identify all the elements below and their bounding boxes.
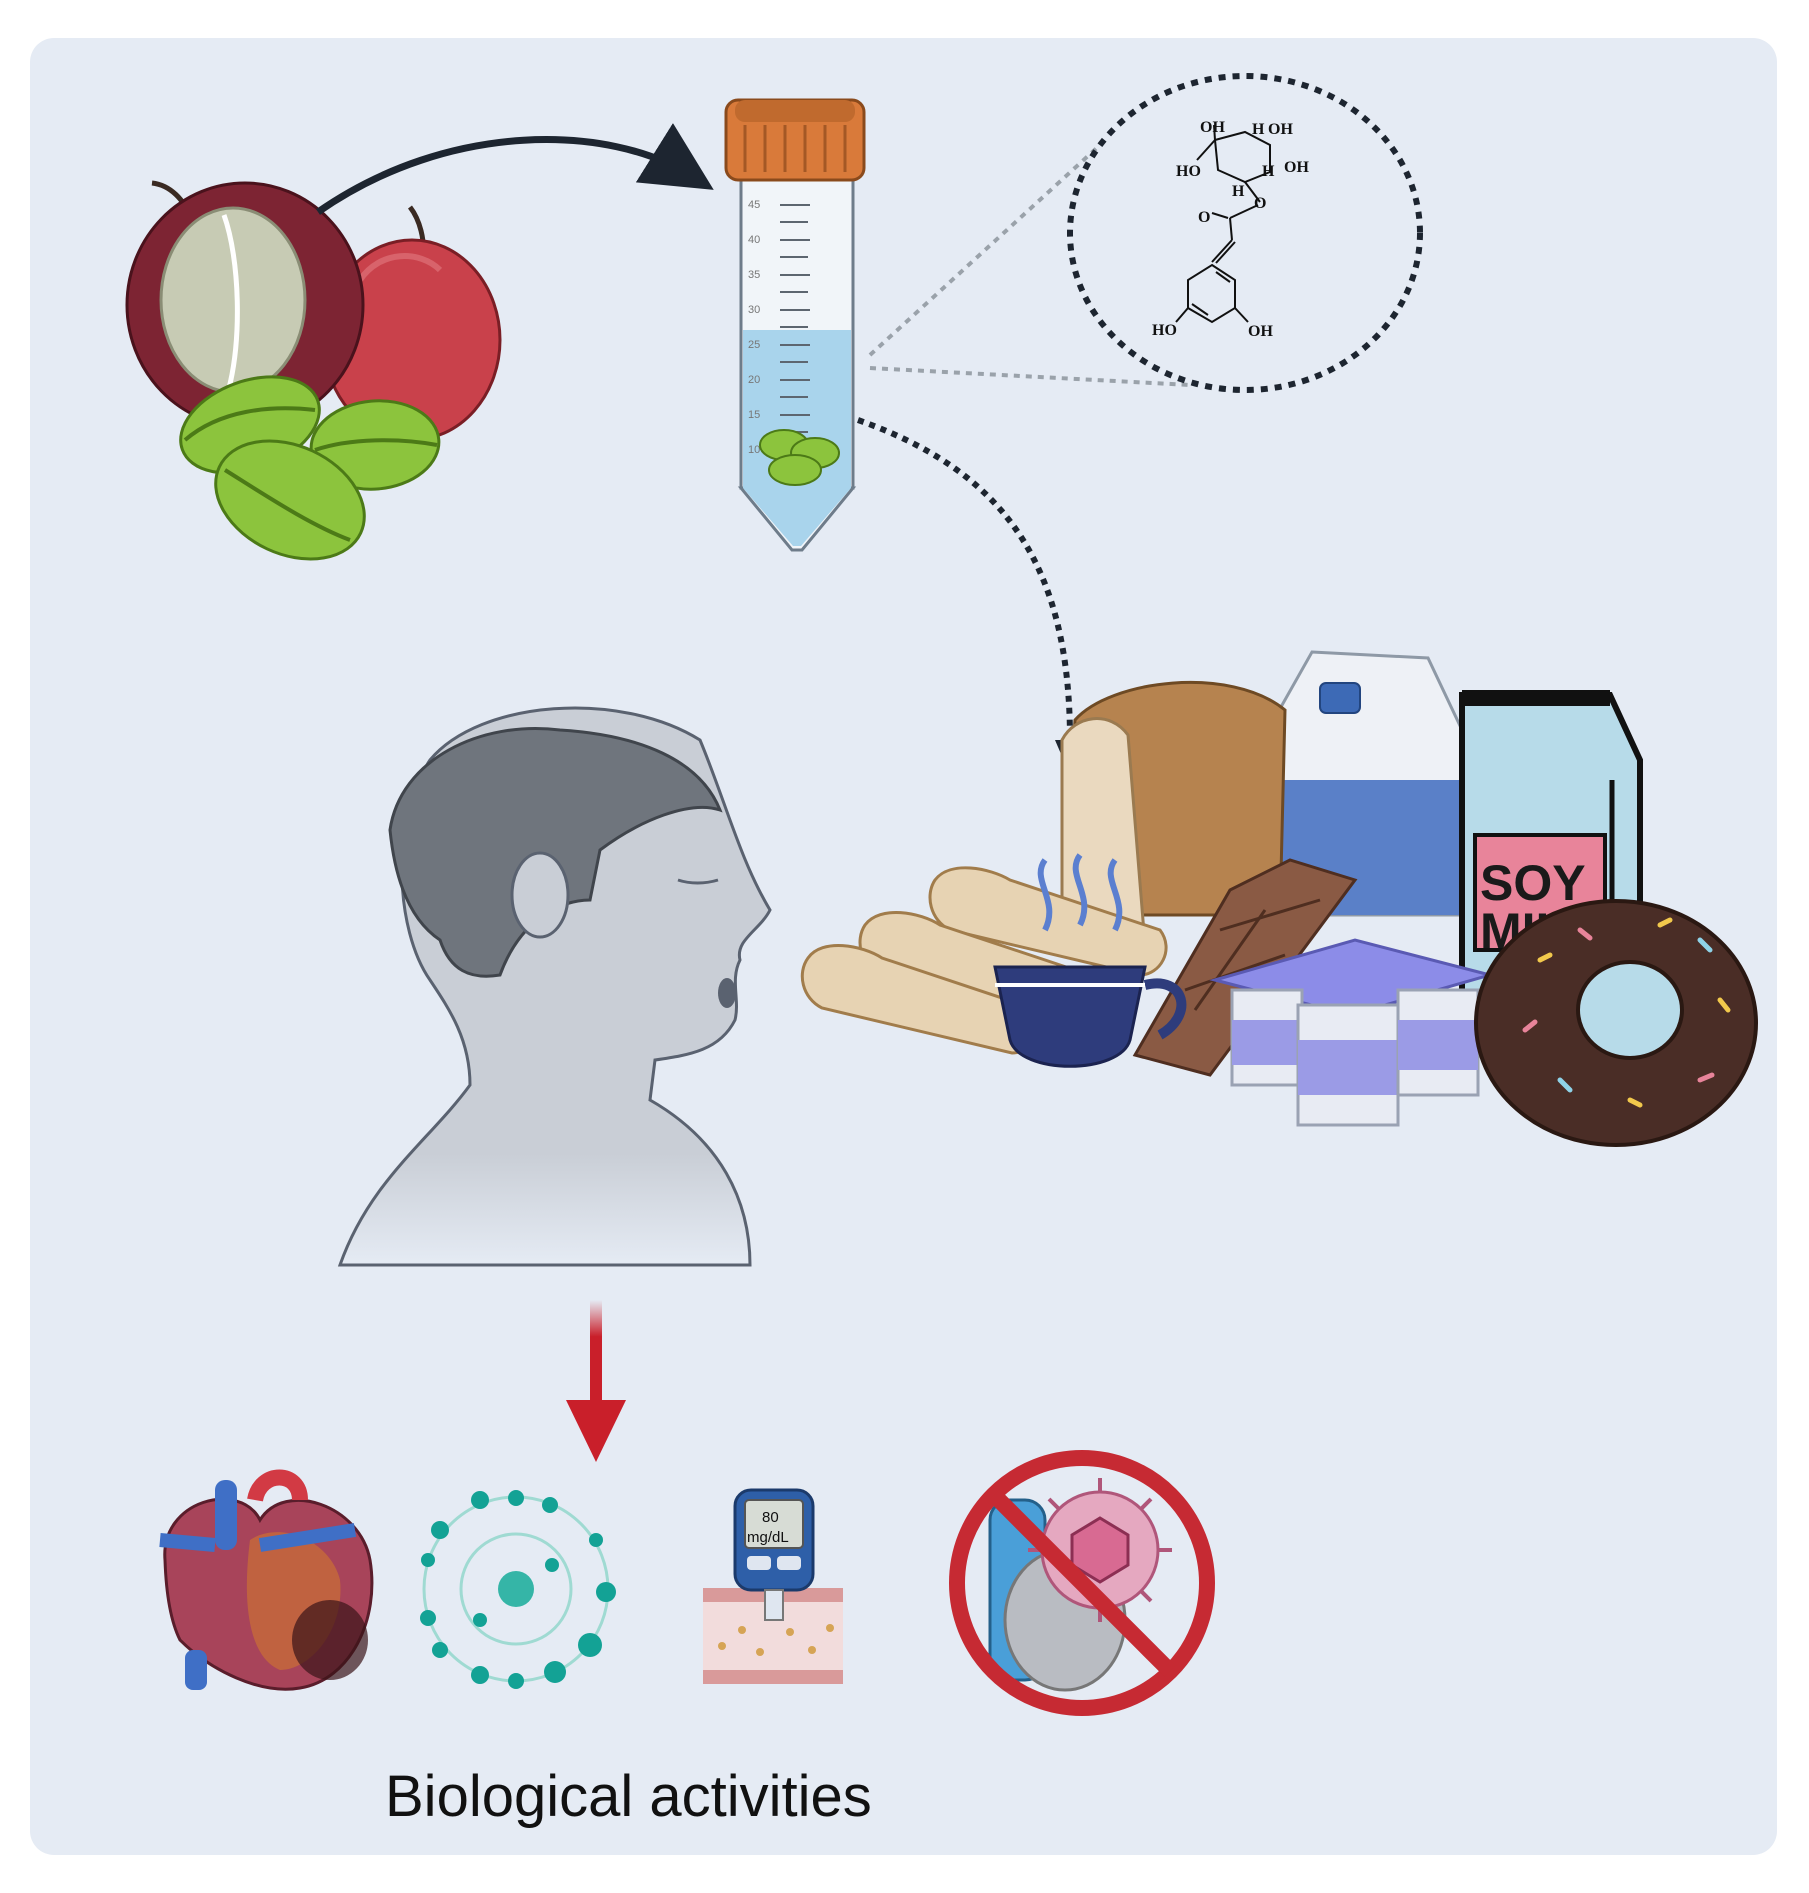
atom-ho-2: HO: [1152, 322, 1177, 339]
glucose-unit: mg/dL: [747, 1529, 789, 1546]
tube-scale-25: 25: [748, 339, 760, 351]
caption-biological-activities: Biological activities: [385, 1764, 872, 1829]
antioxidant-electron-icon: [420, 1490, 616, 1689]
tube-scale-40: 40: [748, 234, 760, 246]
atom-o-1: O: [1254, 195, 1266, 212]
atom-h-3: H: [1232, 183, 1245, 200]
person-profile: [337, 706, 772, 1267]
bread-loaf: [1060, 680, 1287, 947]
tube-scale-15: 15: [748, 409, 760, 421]
fortification-arrow: [857, 417, 1073, 741]
soy-milk-label-soy: SOY: [1480, 855, 1586, 911]
zoom-line-lower: [869, 366, 1191, 387]
antimicrobial-no-sign-icon: [949, 1450, 1215, 1716]
coffee-cherries-and-green-beans: [125, 180, 502, 561]
heart-icon: [159, 1469, 374, 1691]
green-coffee-beans: [179, 375, 441, 561]
zoom-line-upper: [868, 143, 1102, 357]
milk-carton: [1266, 650, 1464, 917]
biological-effect-arrow: [566, 1300, 626, 1462]
extraction-arrow: [316, 123, 714, 215]
atom-oh-2: OH: [1268, 121, 1293, 138]
tube-scale-35: 35: [748, 269, 760, 281]
coffee-cup: [993, 853, 1187, 1068]
atom-h-2: H: [1262, 163, 1275, 180]
atom-oh-3: OH: [1284, 159, 1309, 176]
atom-oh-4: OH: [1248, 323, 1273, 340]
glucose-value: 80: [762, 1509, 779, 1526]
atom-h-1: H: [1252, 121, 1265, 138]
glucose-meter-icon: 80 mg/dL: [703, 1488, 843, 1684]
atom-oh-1: OH: [1200, 119, 1225, 136]
yogurt-cups: [1209, 938, 1496, 1127]
atom-ho-1: HO: [1176, 163, 1201, 180]
chlorogenic-acid-molecule: OH H OH HO H OH H O O HO OH: [1067, 73, 1423, 393]
tube-scale-30: 30: [748, 304, 760, 316]
tube-scale-20: 20: [748, 374, 760, 386]
atom-o-2: O: [1198, 209, 1210, 226]
falcon-tube: 45 40 35 30 25 20 15 10: [724, 98, 866, 552]
tube-scale-45: 45: [748, 199, 760, 211]
tube-scale-10: 10: [748, 444, 760, 456]
chocolate-donut: [1474, 899, 1758, 1147]
fortified-foods: SOY MILK: [800, 650, 1758, 1147]
